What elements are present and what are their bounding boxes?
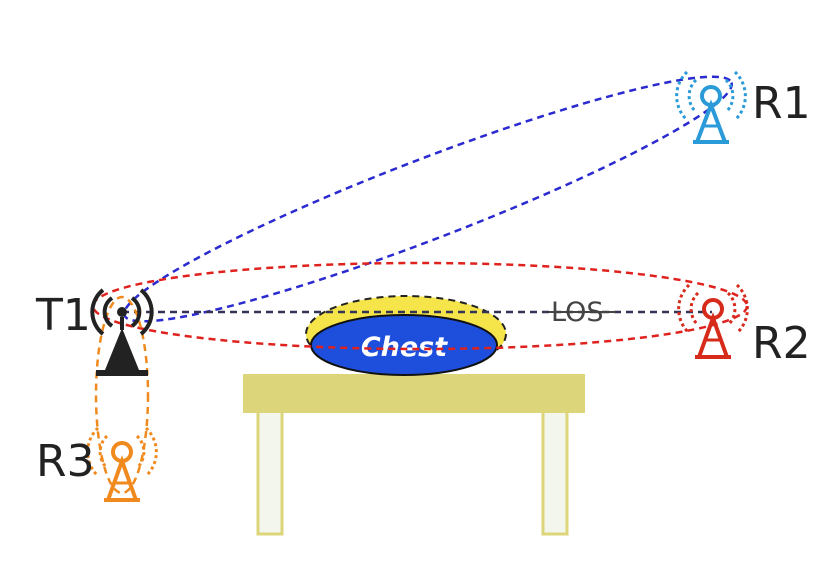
node-label-r3: R3 (36, 436, 95, 487)
chest-label: Chest (361, 332, 448, 363)
antenna-tower-icon (677, 283, 749, 359)
antenna-tower-icon (90, 288, 154, 376)
node-label-t1: T1 (35, 290, 91, 341)
table-leg-left (256, 408, 284, 536)
link-t1-r3 (94, 295, 150, 495)
node-label-r2: R2 (752, 318, 811, 369)
links (91, 75, 749, 495)
chest: Chest (305, 295, 507, 376)
chest-body (310, 314, 498, 376)
antenna-tower-icon (675, 70, 747, 144)
node-label-r1: R1 (752, 78, 811, 129)
table-leg-right (541, 408, 569, 536)
antenna-tower-icon (86, 426, 158, 502)
link-t1-r2 (91, 261, 749, 351)
table-top (243, 374, 585, 413)
table (243, 374, 585, 536)
